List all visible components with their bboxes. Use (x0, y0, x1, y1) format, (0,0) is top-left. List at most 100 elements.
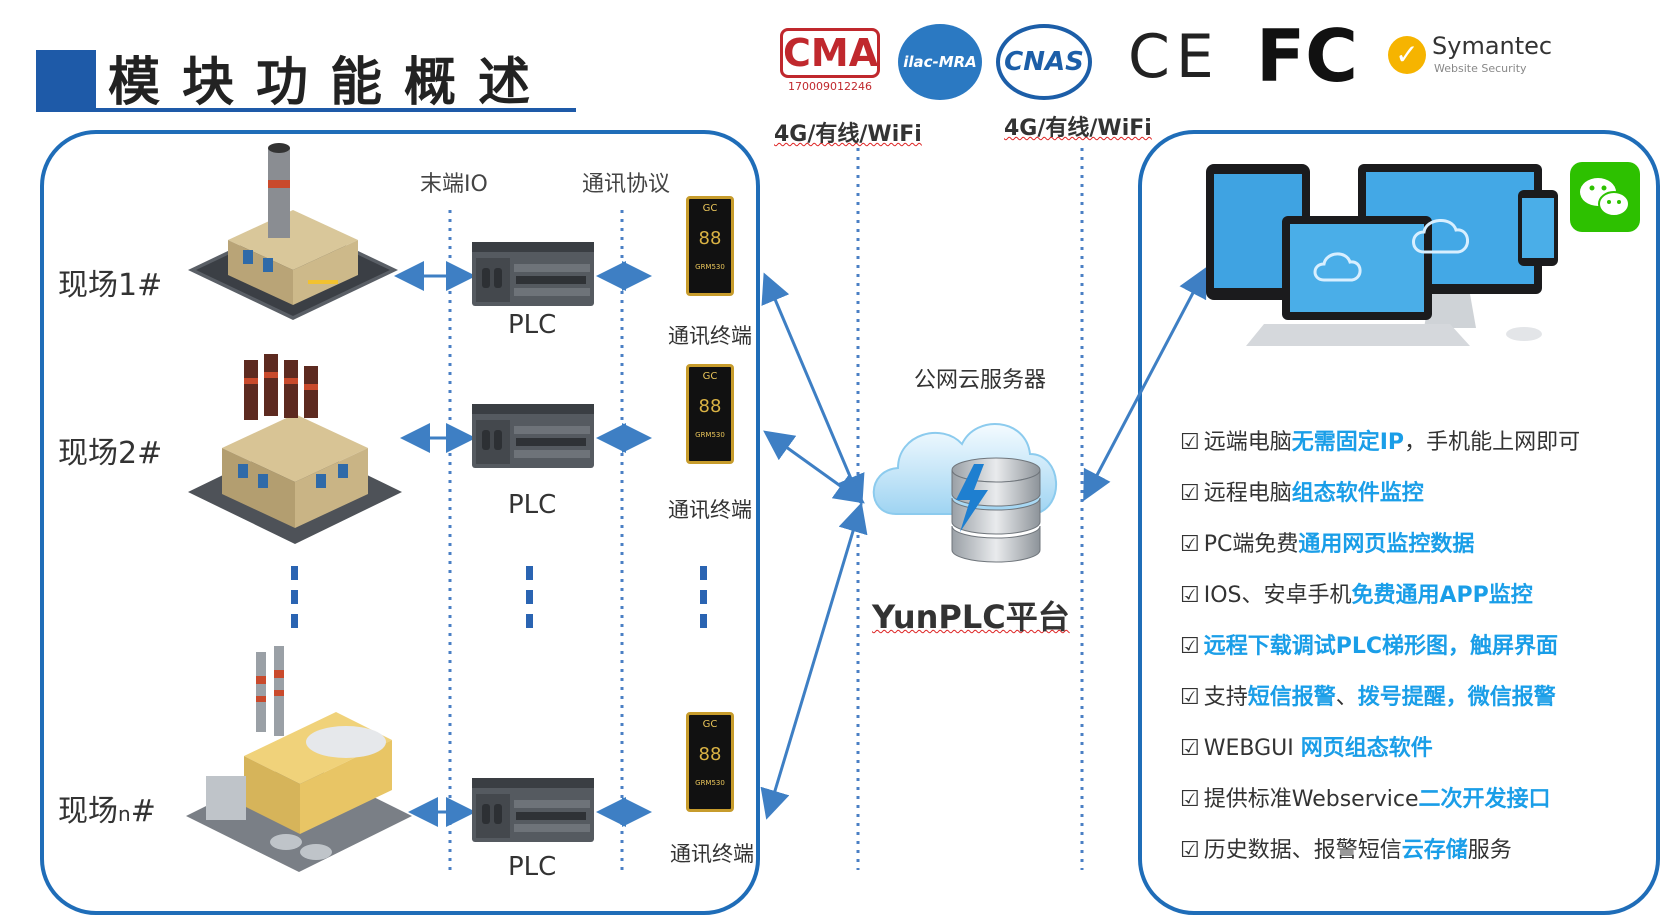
plc-n-icon (472, 778, 594, 842)
site-n-label-sub: n (118, 802, 131, 826)
terminal-2-display: 88 (698, 396, 722, 417)
checkbox-icon: ☑ (1180, 838, 1200, 863)
feature-item: ☑远程电脑组态软件监控 (1180, 475, 1424, 507)
feature-item: ☑提供标准Webservice二次开发接口 (1180, 781, 1551, 813)
feature-highlight: 二次开发接口 (1418, 787, 1551, 812)
terminal-n-display: 88 (698, 744, 722, 765)
feature-highlight: 通用网页监控数据 (1298, 532, 1475, 557)
wechat-icon (1570, 162, 1640, 232)
feature-text: 历史数据、报警短信 (1203, 838, 1402, 863)
platform-name: YunPLC平台 (872, 598, 1070, 636)
terminal-n-brand: GC (702, 719, 718, 730)
terminaln-cloud-arrow (760, 502, 868, 820)
ilac-mra-logo: ilac-MRA (898, 24, 982, 100)
sites-panel (40, 130, 760, 915)
feature-highlight: 组态软件监控 (1291, 481, 1424, 506)
feature-text: IOS、安卓手机 (1203, 583, 1352, 608)
factory-1-icon (188, 143, 398, 320)
terminal2-cloud-arrow (763, 430, 865, 504)
fc-logo: FC (1256, 14, 1359, 98)
symantec-logo: ✓ Symantec Website Security (1388, 32, 1558, 82)
feature-text: ，手机能上网即可 (1404, 430, 1581, 455)
feature-text: 服务 (1467, 838, 1512, 863)
terminal-1-device: GC 88 GRM530 (686, 196, 734, 296)
terminal-1-display: 88 (698, 228, 722, 249)
feature-text: 、 (1335, 685, 1358, 710)
clients-panel (1138, 130, 1660, 915)
plc-1-label: PLC (508, 310, 557, 340)
terminal-n-model: GRM530 (695, 779, 725, 787)
feature-text: 远程电脑 (1203, 481, 1292, 506)
ce-logo: CE (1128, 22, 1220, 92)
site-n-label-hash: # (130, 794, 156, 829)
feature-item: ☑IOS、安卓手机免费通用APP监控 (1180, 577, 1533, 609)
plc-2-icon (472, 404, 594, 468)
plc-1-icon (472, 242, 594, 306)
plc-2-label: PLC (508, 490, 557, 520)
checkbox-icon: ☑ (1180, 685, 1200, 710)
client-devices-icon (1206, 164, 1558, 346)
terminal-2-device: GC 88 GRM530 (686, 364, 734, 464)
cnas-logo-text: CNAS (1004, 47, 1084, 77)
page-title: 模块功能概述 (108, 53, 553, 113)
feature-item: ☑支持短信报警、拨号提醒，微信报警 (1180, 679, 1556, 711)
terminal-1-label: 通讯终端 (668, 324, 752, 348)
factory-2-icon (188, 354, 402, 544)
feature-highlight: 免费通用APP监控 (1351, 583, 1533, 608)
feature-item: ☑远程下载调试PLC梯形图，触屏界面 (1180, 628, 1558, 660)
cma-logo-text: CMA (780, 28, 880, 78)
checkbox-icon: ☑ (1180, 430, 1200, 455)
site-2-label: 现场2# (58, 436, 163, 471)
terminal-n-label: 通讯终端 (670, 842, 754, 866)
cma-logo: CMA 170009012246 (780, 28, 880, 98)
feature-text: 支持 (1203, 685, 1248, 710)
io-column-header: 末端IO (420, 172, 488, 197)
network-label-right: 4G/有线/WiFi (1004, 116, 1152, 141)
factory-n-icon (186, 646, 412, 872)
terminal-1-model: GRM530 (695, 263, 725, 271)
feature-text: WEBGUI (1203, 736, 1301, 761)
feature-highlight: 拨号提醒，微信报警 (1357, 685, 1556, 710)
cloud-clients-arrow (1083, 266, 1207, 502)
feature-text: 提供标准Webservice (1203, 787, 1419, 812)
cnas-logo: CNAS (996, 24, 1092, 100)
feature-highlight: 无需固定IP (1291, 430, 1405, 455)
title-block-icon (36, 50, 96, 110)
terminal-1-brand: GC (702, 203, 718, 214)
checkbox-icon: ☑ (1180, 481, 1200, 506)
cloud-server-icon (872, 422, 1058, 563)
terminal-n-device: GC 88 GRM530 (686, 712, 734, 812)
feature-highlight: 远程下载调试PLC梯形图，触屏界面 (1203, 634, 1559, 659)
terminal-2-model: GRM530 (695, 431, 725, 439)
checkbox-icon: ☑ (1180, 787, 1200, 812)
feature-item: ☑PC端免费通用网页监控数据 (1180, 526, 1474, 558)
symantec-logo-sub: Website Security (1434, 62, 1527, 75)
checkbox-icon: ☑ (1180, 583, 1200, 608)
network-label-left: 4G/有线/WiFi (774, 122, 922, 147)
symantec-check-icon: ✓ (1388, 36, 1426, 74)
site-n-label: 现场n# (58, 786, 156, 830)
feature-highlight: 短信报警 (1247, 685, 1336, 710)
feature-highlight: 云存储 (1401, 838, 1468, 863)
title-underline (36, 108, 576, 112)
cma-logo-number: 170009012246 (788, 80, 872, 93)
site-1-label: 现场1# (58, 268, 163, 303)
terminal-2-label: 通讯终端 (668, 498, 752, 522)
checkbox-icon: ☑ (1180, 634, 1200, 659)
checkbox-icon: ☑ (1180, 532, 1200, 557)
cloud-server-title: 公网云服务器 (914, 368, 1047, 393)
site-n-label-main: 现场 (58, 794, 118, 829)
feature-item: ☑历史数据、报警短信云存储服务 (1180, 832, 1512, 864)
feature-highlight: 网页组态软件 (1300, 736, 1433, 761)
feature-text: PC端免费 (1203, 532, 1299, 557)
plc-n-label: PLC (508, 852, 557, 882)
wechat-bubbles-icon (1580, 178, 1630, 217)
ilac-mra-logo-text: ilac-MRA (903, 53, 977, 71)
feature-item: ☑WEBGUI 网页组态软件 (1180, 730, 1433, 762)
feature-item: ☑远端电脑无需固定IP，手机能上网即可 (1180, 424, 1580, 456)
checkbox-icon: ☑ (1180, 736, 1200, 761)
protocol-column-header: 通讯协议 (582, 172, 671, 197)
feature-text: 远端电脑 (1203, 430, 1292, 455)
terminal-2-brand: GC (702, 371, 718, 382)
